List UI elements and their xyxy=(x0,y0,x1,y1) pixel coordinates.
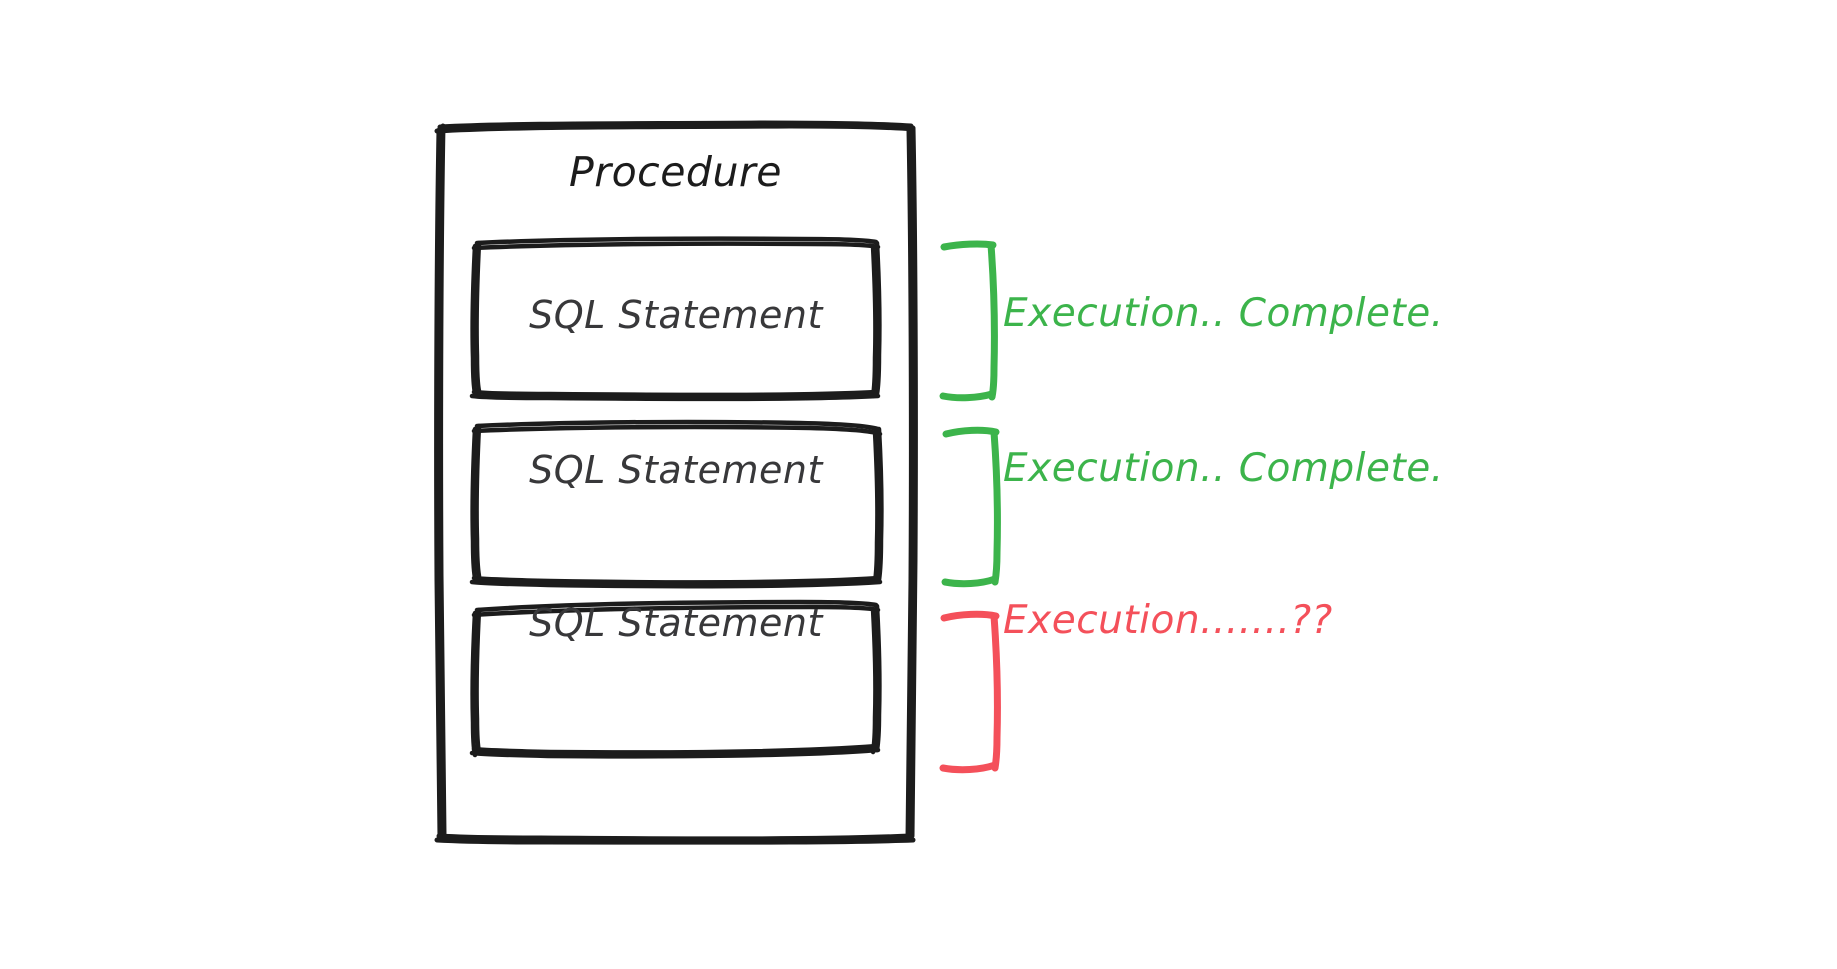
sql-statement-label-3: SQL Statement xyxy=(529,601,823,645)
sql-statement-box-2-outline xyxy=(469,419,884,589)
bracket-green-2 xyxy=(941,426,1001,588)
page-title: Procedure xyxy=(568,148,783,196)
bracket-green-1 xyxy=(939,240,998,402)
procedure-container-outline xyxy=(434,120,918,845)
execution-annotation-2: Execution.. Complete. xyxy=(1003,446,1444,491)
sql-statement-box-3-outline xyxy=(469,599,882,759)
bracket-red-3 xyxy=(939,610,1001,774)
sql-statement-label-1: SQL Statement xyxy=(529,293,823,337)
sql-statement-label-2: SQL Statement xyxy=(529,448,823,492)
execution-annotation-1: Execution.. Complete. xyxy=(1003,291,1444,336)
sql-statement-box-1-outline xyxy=(469,236,882,402)
execution-annotation-3: Execution.......?? xyxy=(1003,598,1333,643)
